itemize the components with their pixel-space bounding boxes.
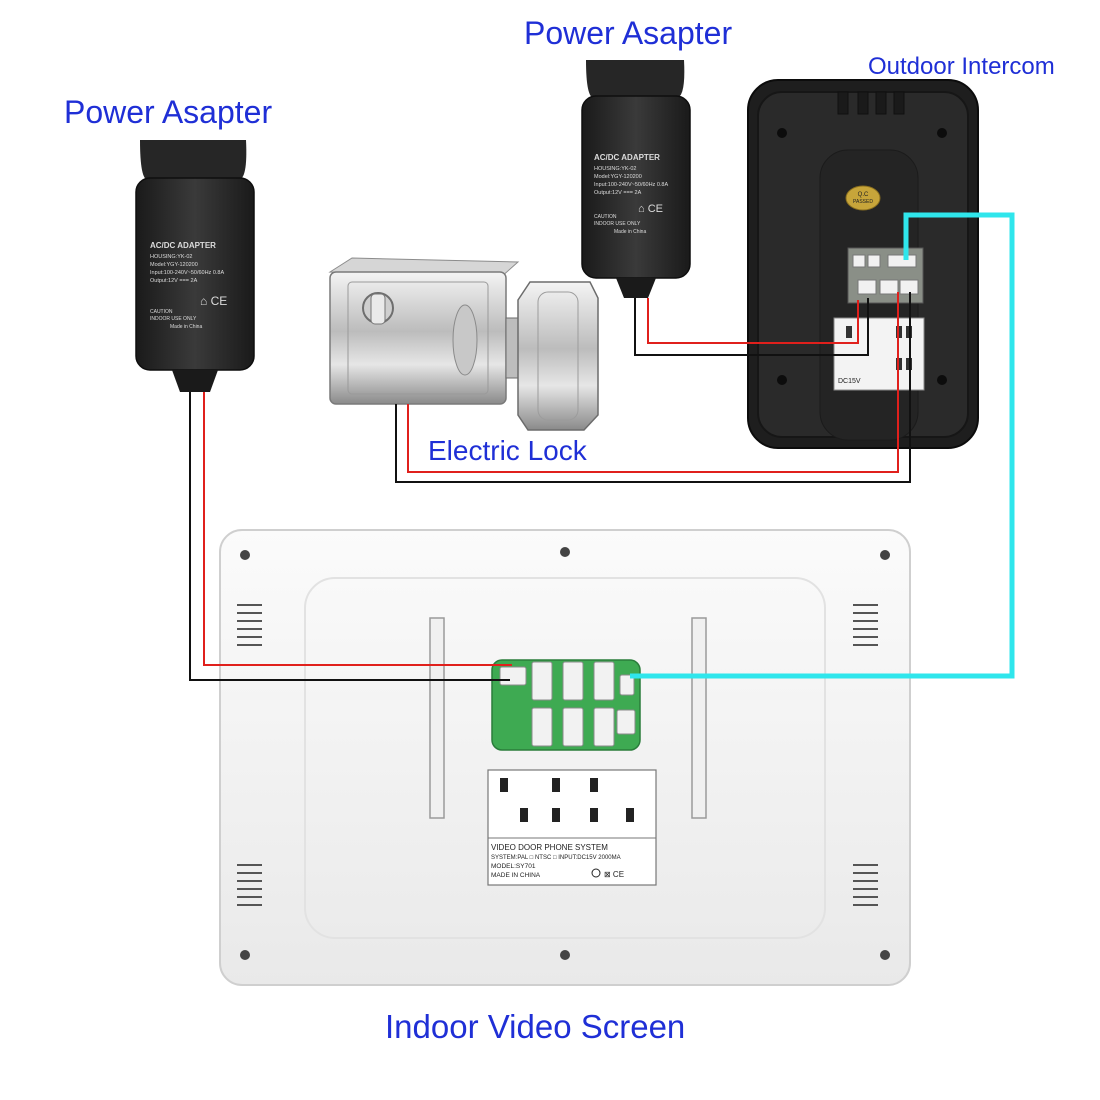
wire-red-left-adapter [203, 392, 512, 666]
label-indoor-video-screen: Indoor Video Screen [385, 1008, 686, 1045]
ce-mark-icon: ⌂ CE [200, 294, 227, 308]
adapter-made: Made in China [614, 229, 646, 235]
adapter-caution: CAUTION [150, 309, 173, 315]
spec-title: VIDEO DOOR PHONE SYSTEM [491, 843, 608, 852]
wire-black-left-adapter [189, 392, 510, 681]
cert-icon: ⊠ CE [604, 870, 624, 879]
connector-board [491, 659, 641, 751]
screw-icon [560, 547, 570, 557]
wire-red-top-adapter [647, 298, 859, 344]
adapter-model: Model:YGY-120200 [150, 262, 198, 268]
screw-icon [880, 950, 890, 960]
wire-cyan-main [630, 212, 1015, 679]
electric-lock [328, 257, 599, 431]
wire-black-lock [395, 292, 911, 483]
adapter-input: Input:100-240V~50/60Hz 0.8A [594, 182, 668, 188]
adapter-heading: AC/DC ADAPTER [594, 153, 660, 162]
outdoor-intercom: Q.C PASSED DC15V [747, 79, 979, 449]
label-outdoor-intercom: Outdoor Intercom [868, 53, 1055, 80]
screw-icon [560, 950, 570, 960]
spec-made: MADE IN CHINA [491, 872, 541, 879]
wire-red-lock [407, 292, 899, 473]
label-power-adapter-left: Power Asapter [64, 94, 273, 130]
screw-icon [240, 550, 250, 560]
adapter-input: Input:100-240V~50/60Hz 0.8A [150, 270, 224, 276]
ce-mark-icon: ⌂ CE [638, 203, 663, 215]
label-power-adapter-top: Power Asapter [524, 15, 733, 51]
power-adapter-top: AC/DC ADAPTER HOUSING:YK-02 Model:YGY-12… [581, 60, 691, 298]
cert-icon [591, 868, 601, 878]
adapter-model: Model:YGY-120200 [594, 174, 642, 180]
adapter-housing: HOUSING:YK-02 [594, 166, 636, 172]
spec-system: SYSTEM:PAL □ NTSC □ INPUT:DC15V 2000MA [491, 855, 621, 861]
spec-label: VIDEO DOOR PHONE SYSTEM SYSTEM:PAL □ NTS… [487, 769, 657, 886]
mounting-slot [429, 617, 707, 819]
lock-button-icon [370, 293, 386, 325]
adapter-indoor: INDOOR USE ONLY [594, 221, 641, 227]
adapter-indoor: INDOOR USE ONLY [150, 316, 197, 322]
screw-icon [880, 550, 890, 560]
adapter-heading: AC/DC ADAPTER [150, 241, 216, 250]
adapter-output: Output:12V === 2A [150, 278, 198, 284]
svg-text:PASSED: PASSED [853, 199, 873, 205]
qc-sticker: Q.C PASSED [845, 185, 881, 211]
indoor-video-screen: VIDEO DOOR PHONE SYSTEM SYSTEM:PAL □ NTS… [219, 529, 911, 986]
label-electric-lock: Electric Lock [428, 435, 587, 466]
adapter-output: Output:12V === 2A [594, 190, 642, 196]
wires [189, 212, 1015, 681]
svg-text:Q.C: Q.C [858, 192, 869, 198]
vent-grille [237, 604, 878, 906]
power-adapter-left: AC/DC ADAPTER HOUSING:YK-02 Model:YGY-12… [135, 140, 255, 392]
outdoor-dc-label: DC15V [838, 378, 861, 385]
screw-icon [240, 950, 250, 960]
adapter-made: Made in China [170, 324, 202, 330]
adapter-caution: CAUTION [594, 214, 617, 220]
spec-model: MODEL:SY701 [491, 863, 536, 870]
wire-black-top-adapter [634, 298, 869, 356]
adapter-housing: HOUSING:YK-02 [150, 254, 192, 260]
